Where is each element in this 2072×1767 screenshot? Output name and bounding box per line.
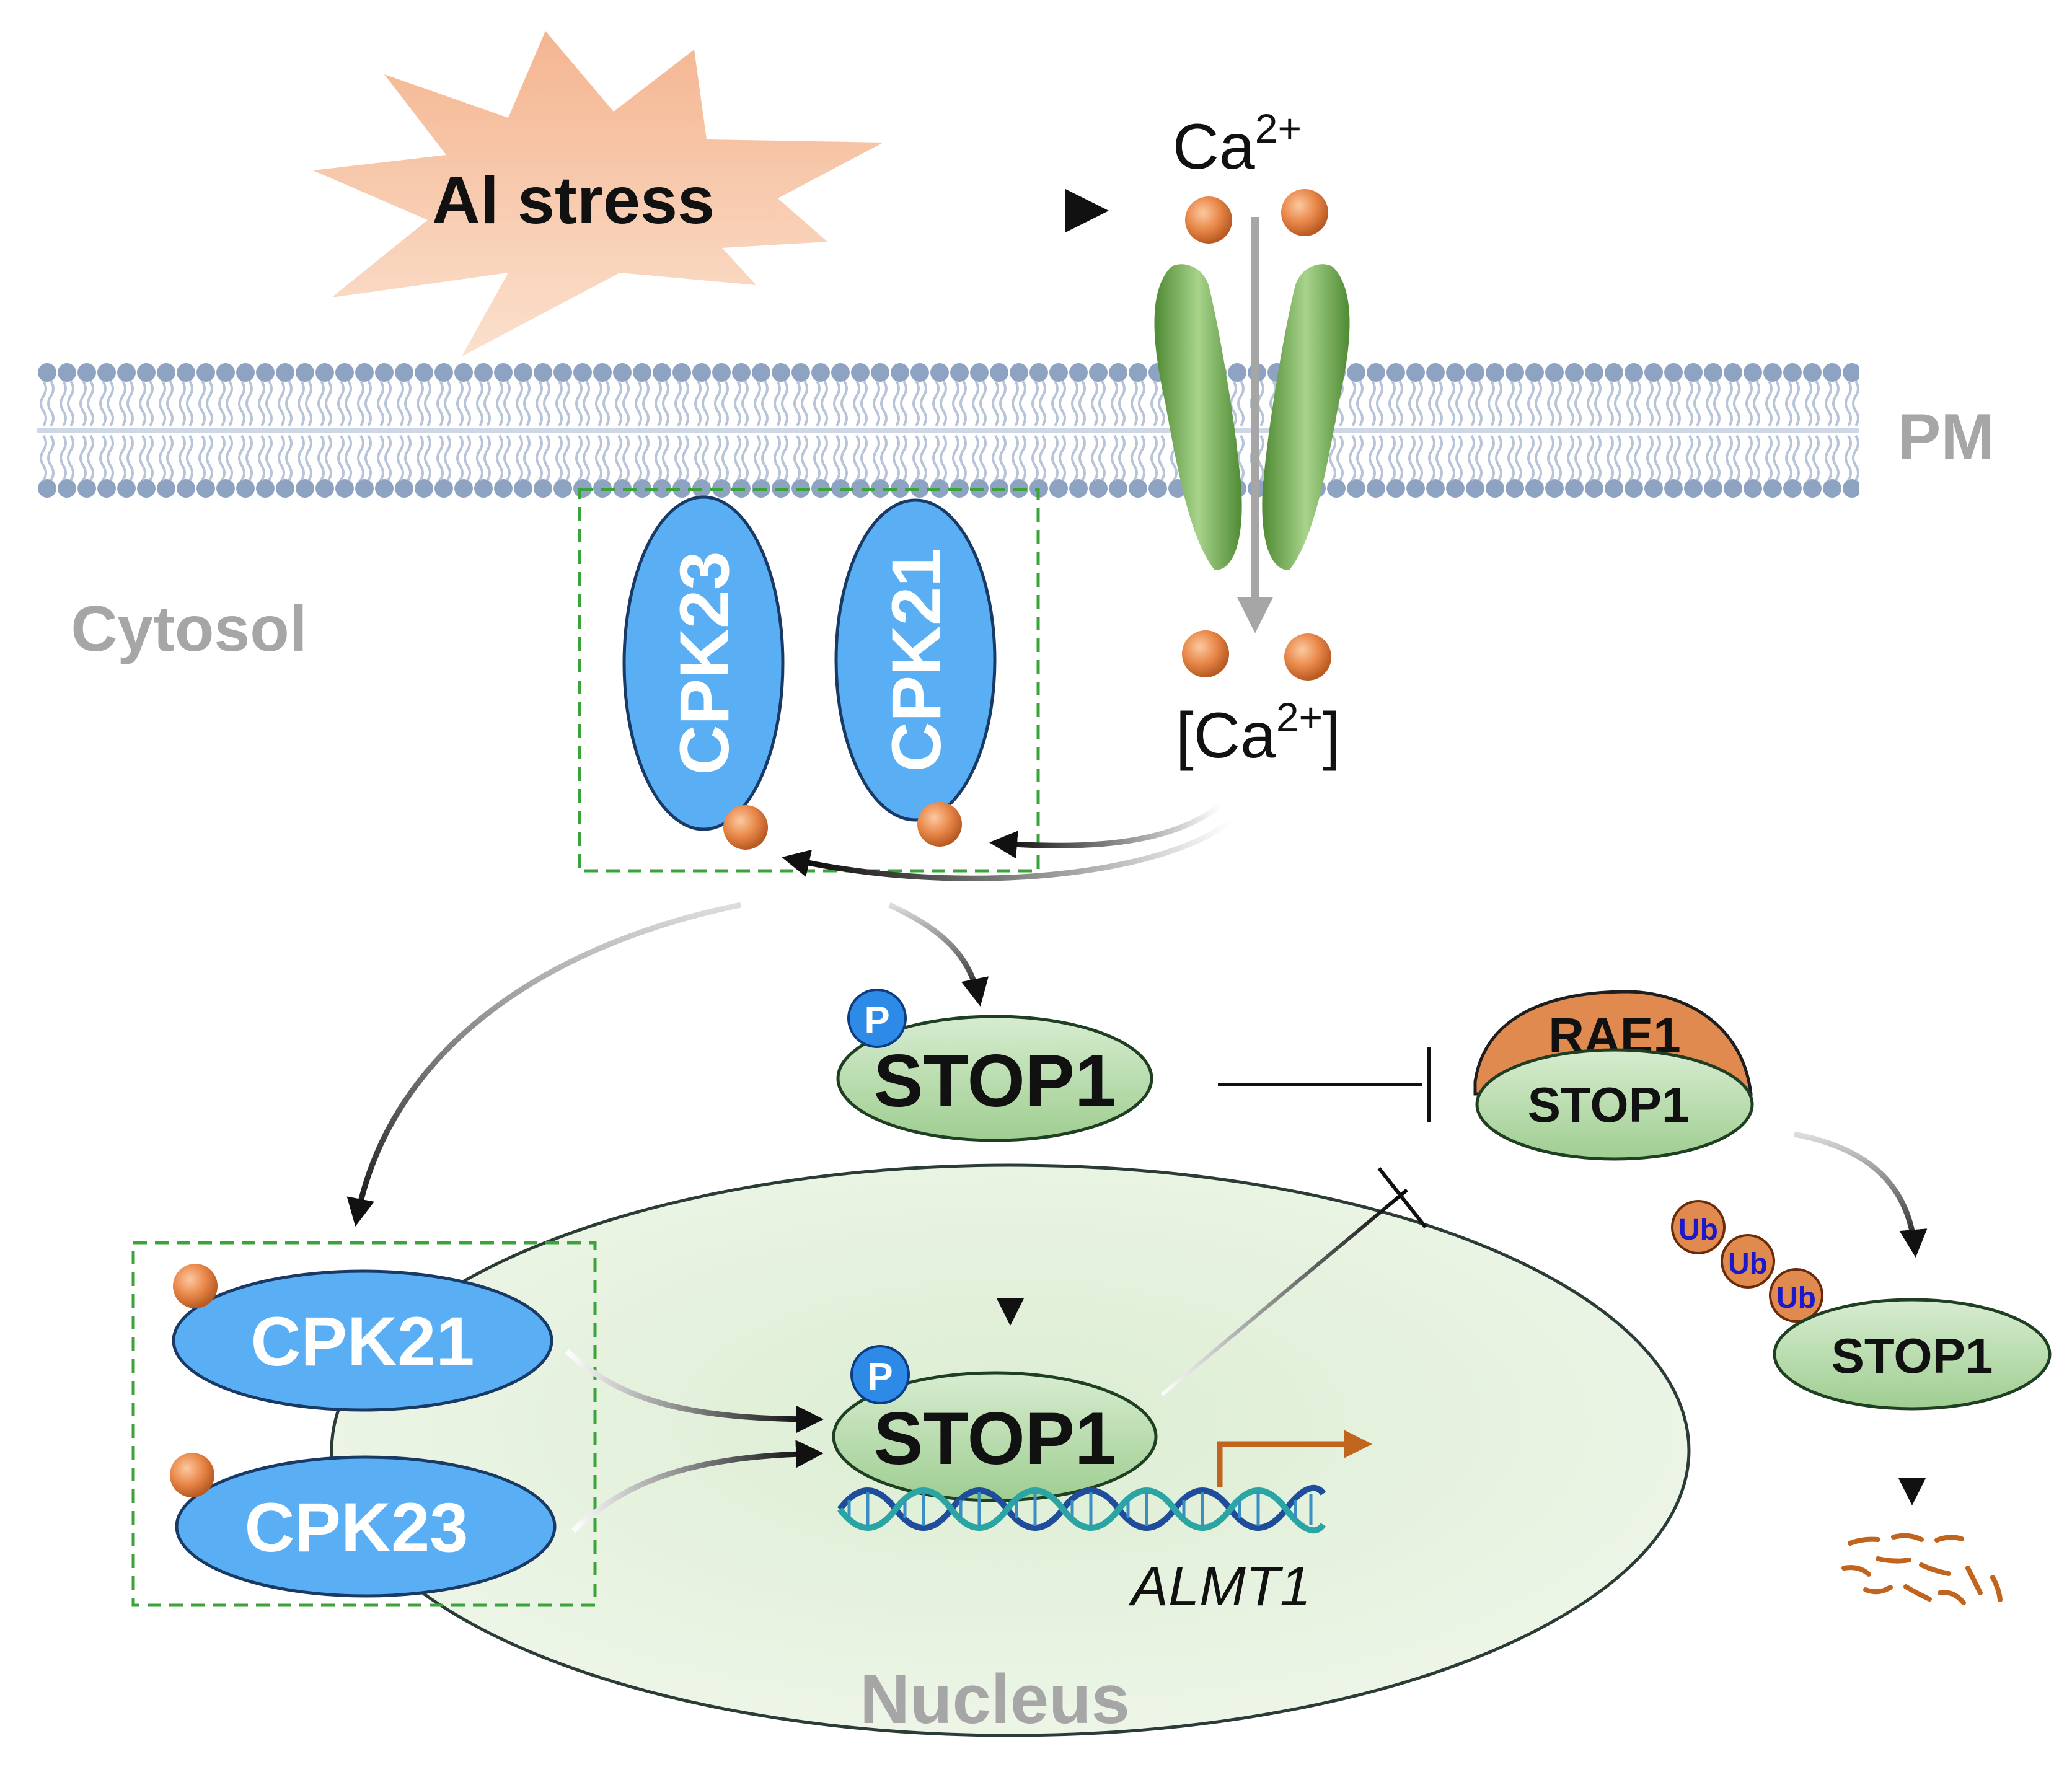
- calcium-ion: [917, 802, 962, 847]
- svg-text:P: P: [864, 999, 889, 1042]
- ubiquitin-bead: [1671, 1200, 1726, 1254]
- stop1-cytosolic-label: STOP1: [873, 1039, 1116, 1122]
- cpk23-nuclear-label: CPK23: [244, 1489, 468, 1566]
- svg-text:P: P: [867, 1355, 893, 1398]
- calcium-cytosolic-label: [Ca2+]: [1176, 694, 1341, 772]
- inhibition-nuclear: [1161, 1167, 1427, 1396]
- stop1-cytosolic: STOP1: [836, 1015, 1153, 1142]
- dna-helix: [837, 1484, 1326, 1534]
- al-stress-label: Al stress: [432, 162, 715, 237]
- svg-text:Ub: Ub: [1776, 1282, 1816, 1315]
- calcium-ion: [1182, 630, 1229, 677]
- stop1-ubiquitinated-label: STOP1: [1832, 1328, 1993, 1383]
- ubiquitin-bead: [1769, 1268, 1823, 1323]
- svg-text:Ub: Ub: [1728, 1248, 1768, 1280]
- stop1-nuclear: STOP1: [832, 1371, 1158, 1502]
- svg-text:Ub: Ub: [1678, 1214, 1718, 1246]
- ubiquitin-bead: [1721, 1234, 1775, 1289]
- cpk23-nuclear: CPK23: [175, 1455, 557, 1598]
- plasma-membrane: [37, 363, 1859, 499]
- cpk21-membrane-label: CPK21: [878, 548, 955, 772]
- calcium-ion: [170, 1453, 214, 1497]
- ubiquitination-arrow: [1794, 1131, 1928, 1258]
- cpk21-to-nuclear-stop1-arrow: [565, 1349, 824, 1434]
- kinase-nuclear-translocation-arrow: [346, 902, 741, 1227]
- stop1-nuclear-label: STOP1: [873, 1397, 1116, 1480]
- cpk23-membrane: CPK23: [622, 495, 785, 831]
- kinase-to-stop1-arrow: [888, 902, 989, 1007]
- calcium-ion: [1284, 633, 1331, 681]
- cpk21-nuclear-label: CPK21: [250, 1303, 474, 1380]
- degraded-protein-fragments: [1841, 1533, 2003, 1605]
- phosphate-badge: P: [847, 989, 907, 1048]
- calcium-ion: [173, 1264, 218, 1308]
- calcium-ion: [723, 805, 768, 850]
- stop1-bound-label: STOP1: [1528, 1077, 1690, 1132]
- pm-label: PM: [1898, 401, 1995, 473]
- nucleus-label: Nucleus: [860, 1660, 1130, 1738]
- ubiquitin-chain: Ub Ub Ub: [1671, 1200, 1823, 1323]
- calcium-channel: [1154, 264, 1350, 570]
- rae1-stop1-complex: RAE1 STOP1: [1473, 990, 1754, 1161]
- cytosol-label: Cytosol: [71, 593, 307, 665]
- cpk23-membrane-label: CPK23: [666, 551, 743, 775]
- al-stress-burst: Al stress: [313, 31, 883, 356]
- almt1-gene-label: ALMT1: [1128, 1556, 1311, 1618]
- calcium-to-cpk23-arrow: [782, 819, 1232, 881]
- inhibition-cytosolic: [1218, 1047, 1431, 1122]
- transcription-start-arrow: [1217, 1430, 1372, 1487]
- stop1-ubiquitinated: STOP1: [1773, 1298, 2052, 1411]
- cpk21-membrane: CPK21: [834, 498, 997, 822]
- cpk23-to-nuclear-stop1-arrow: [571, 1440, 824, 1533]
- cpk21-nuclear: CPK21: [172, 1269, 553, 1412]
- calcium-ion: [1185, 196, 1232, 244]
- calcium-ion: [1281, 189, 1328, 236]
- calcium-outside-label: Ca2+: [1173, 105, 1302, 183]
- calcium-to-cpk21-arrow: [989, 803, 1223, 859]
- phosphate-badge: P: [850, 1345, 910, 1404]
